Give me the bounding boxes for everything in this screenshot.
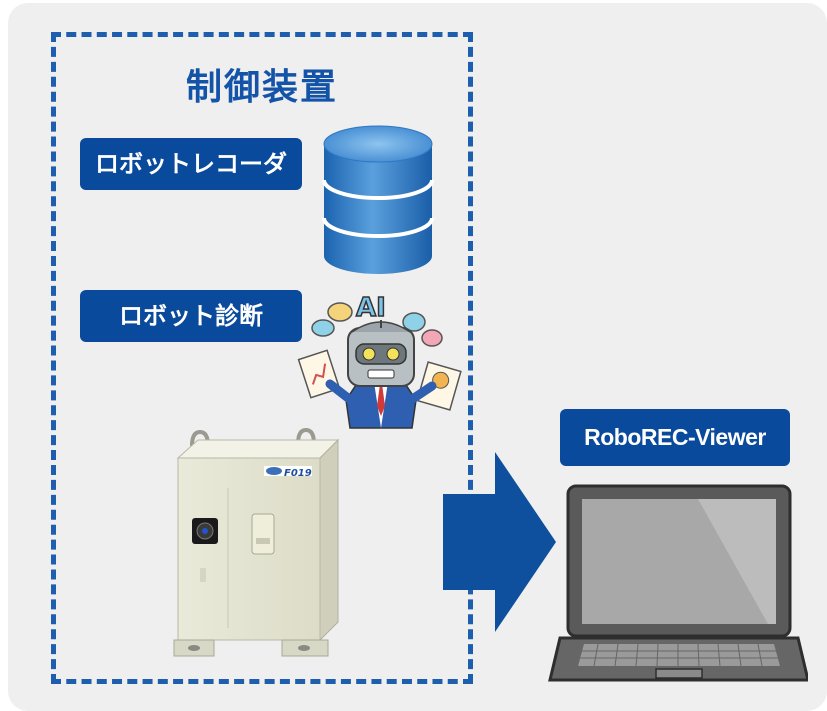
controller-brand-text: F019 (284, 468, 312, 479)
viewer-label: RoboREC-Viewer (560, 409, 790, 466)
diagram-title: 制御装置 (185, 67, 338, 108)
robot-diagnosis-label: ロボット診断 (80, 290, 302, 342)
flow-arrow-icon (443, 452, 556, 632)
robot-recorder-label: ロボットレコーダ (80, 138, 302, 190)
laptop-icon (548, 484, 808, 682)
controller-boundary (51, 32, 473, 684)
controller-cabinet-icon: F019 (173, 428, 340, 657)
database-icon (322, 125, 434, 274)
ai-robot-icon: AI (297, 292, 462, 429)
ai-bubble-text: AI (356, 293, 386, 323)
